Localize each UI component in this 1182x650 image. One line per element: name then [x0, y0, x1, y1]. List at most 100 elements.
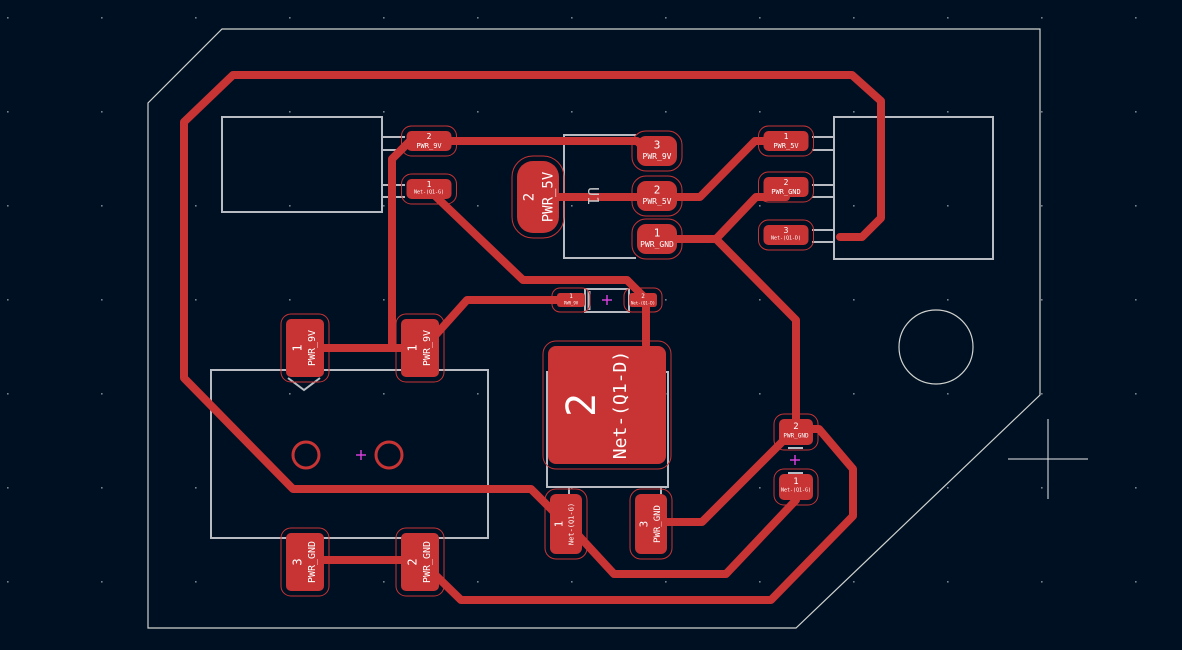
pad-copper — [637, 136, 677, 166]
pad-number: 2 — [427, 132, 432, 141]
pad-clearance — [280, 313, 330, 383]
grid-dot — [1135, 581, 1137, 583]
grid-dot — [101, 205, 103, 207]
grid-dot — [7, 393, 9, 395]
pad-copper — [763, 177, 809, 197]
grid-dot — [947, 205, 949, 207]
grid-dot — [7, 17, 9, 19]
grid-dot — [1041, 17, 1043, 19]
grid-dot — [101, 393, 103, 395]
connector-left-outline — [221, 116, 383, 213]
grid-dot — [947, 581, 949, 583]
grid-dot — [571, 17, 573, 19]
pad-clearance — [623, 287, 663, 313]
pad-copper — [779, 474, 813, 500]
grid-dot — [195, 487, 197, 489]
grid-dot — [1135, 487, 1137, 489]
pad-number: 2 — [641, 293, 645, 300]
pad-net-label: Net-(Q1-D) — [631, 300, 655, 305]
grid-dot — [289, 111, 291, 113]
pad-copper — [550, 494, 582, 554]
grid-dot — [101, 581, 103, 583]
pad-clearance — [773, 413, 819, 451]
battery-holder-outline — [210, 369, 489, 539]
pad-number: 3 — [784, 226, 789, 235]
grid-dot — [289, 205, 291, 207]
pad-clearance — [631, 175, 683, 217]
pad-copper — [779, 419, 813, 445]
pad-net-label: PWR_5V — [773, 142, 799, 150]
grid-dot — [947, 17, 949, 19]
pad-clearance — [773, 468, 819, 506]
pad-net-label: PWR_5V — [541, 171, 557, 222]
pad-copper — [548, 346, 666, 464]
grid-dot — [1041, 111, 1043, 113]
pads-layer: 2PWR_9V1Net-(Q1-G)3PWR_9V2PWR_5V1PWR_GND… — [280, 125, 819, 597]
pad-copper — [406, 179, 452, 199]
grid-dot — [571, 205, 573, 207]
grid-dot — [759, 581, 761, 583]
pad-copper — [557, 293, 585, 307]
grid-dot — [1041, 581, 1043, 583]
pad-number: 3 — [638, 521, 651, 528]
grid-dot — [383, 581, 385, 583]
grid-dot — [571, 111, 573, 113]
grid-dot — [947, 299, 949, 301]
pad-net-label: PWR_GND — [771, 188, 801, 196]
pad-number: 2 — [654, 183, 661, 196]
mounting-hole — [898, 309, 974, 385]
grid-dot — [7, 205, 9, 207]
connector-right-outline — [833, 116, 994, 260]
grid-dot — [759, 393, 761, 395]
grid-dot — [101, 111, 103, 113]
pad-net-label: PWR_9V — [307, 330, 318, 366]
grid-dot — [7, 487, 9, 489]
pad-number: 2 — [784, 178, 789, 187]
grid-dot — [1135, 393, 1137, 395]
pad-net-label: Net-(Q1-G) — [781, 488, 811, 494]
grid-dot — [1135, 205, 1137, 207]
pad-number: 1 — [427, 180, 432, 189]
grid-dot — [477, 581, 479, 583]
pad-copper — [517, 161, 559, 233]
pad-net-label: PWR_9V — [422, 330, 433, 366]
trace-q1-gate-r — [562, 482, 800, 578]
grid-dot — [7, 581, 9, 583]
pad-net-label: Net-(Q1-D) — [771, 236, 801, 242]
pad-copper — [763, 131, 809, 151]
grid-dot — [853, 581, 855, 583]
pad-net-label: PWR_9V — [564, 300, 579, 305]
battery-hole — [374, 440, 404, 470]
grid-dot — [759, 487, 761, 489]
pad-clearance — [511, 155, 565, 239]
pad-number: 1 — [784, 132, 789, 141]
pad-copper — [286, 319, 324, 377]
grid-dot — [289, 299, 291, 301]
grid-dot — [1135, 17, 1137, 19]
grid-dot — [383, 393, 385, 395]
grid-dot — [383, 17, 385, 19]
trace-net-q1-d-ring — [180, 71, 885, 516]
pad-clearance — [629, 488, 673, 560]
